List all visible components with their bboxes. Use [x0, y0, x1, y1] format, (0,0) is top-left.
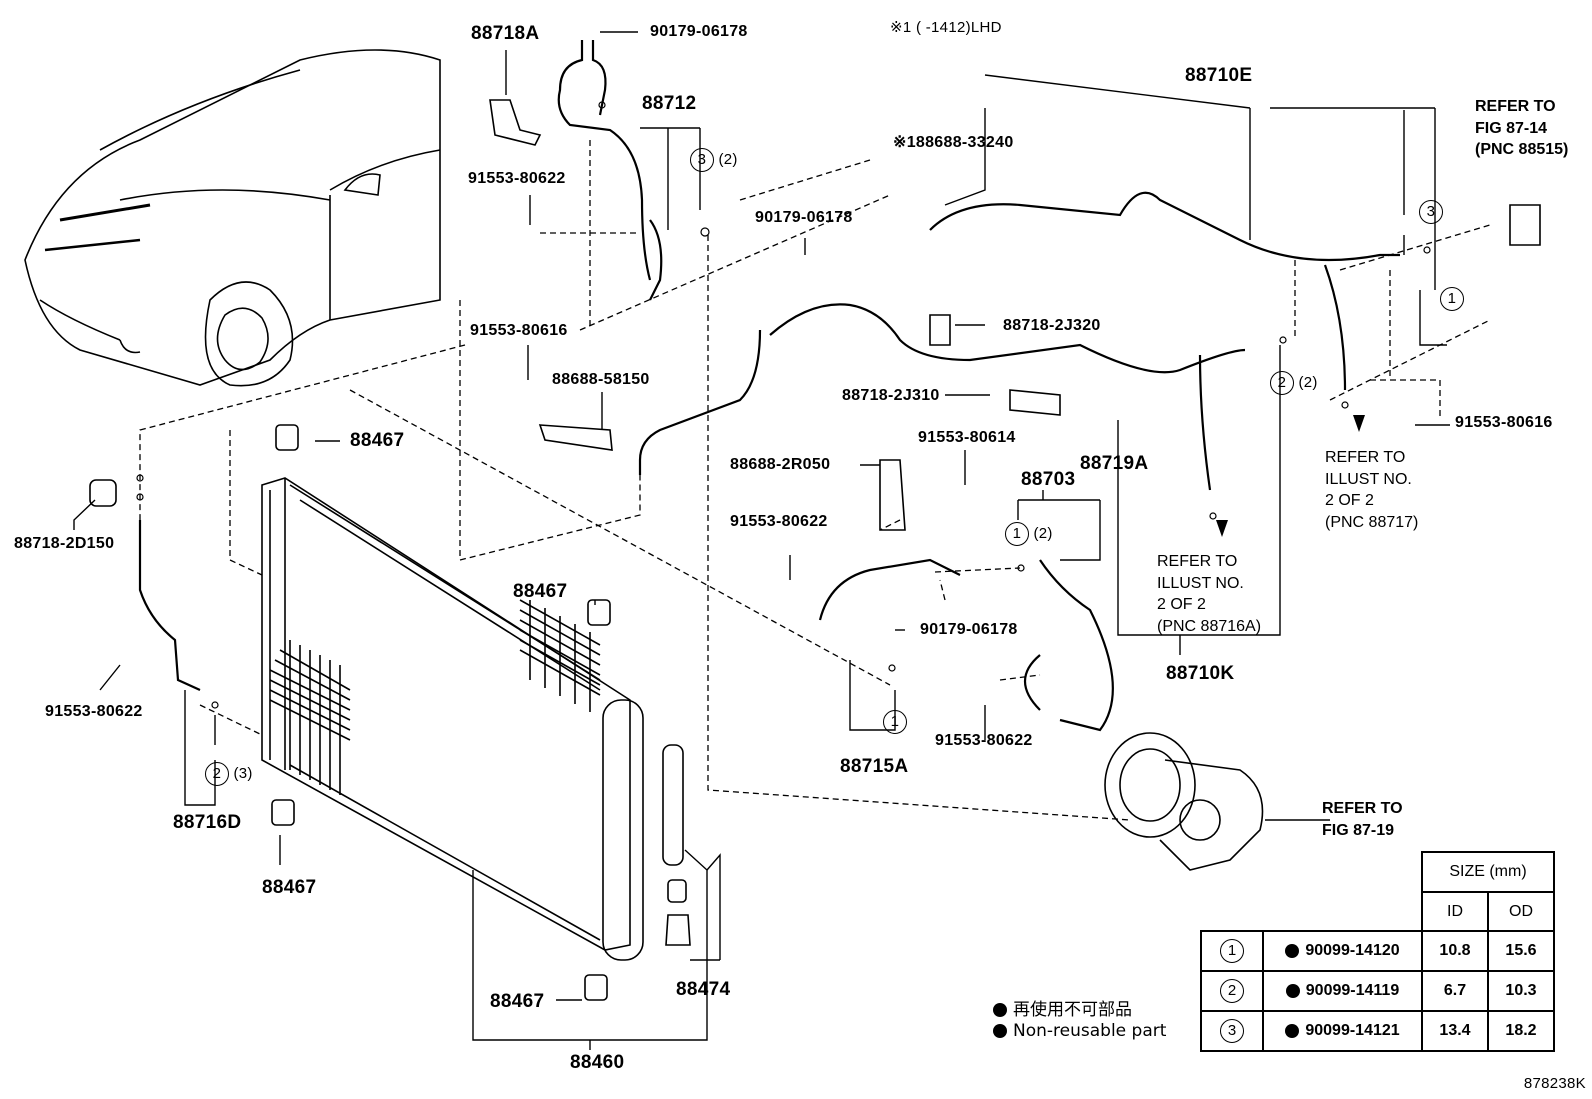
size-row-mark: 2	[1200, 970, 1264, 1012]
size-row-mark: 1	[1200, 930, 1264, 972]
oring-callout-88716D: 2 (3)	[205, 762, 253, 786]
compressor	[1104, 732, 1264, 871]
o-ring-marks	[136, 101, 1431, 709]
size-table-header: SIZE (mm)	[1421, 851, 1555, 893]
part-label-88467-top: 88467	[350, 430, 405, 451]
oring-callout-88715A: 1	[883, 710, 907, 734]
size-row-part: 90099-14119	[1262, 970, 1423, 1012]
part-label-91553-80622-c: 91553-80622	[730, 513, 828, 530]
part-label-88688-33240: ※188688-33240	[893, 134, 1014, 151]
legend-en: Non-reusable part	[993, 1021, 1166, 1041]
part-label-88688-58150: 88688-58150	[552, 371, 650, 388]
figure-id: 878238K	[1523, 1075, 1586, 1092]
oring-callout-88703: 1 (2)	[1005, 522, 1053, 546]
part-label-88718-2J310: 88718-2J310	[842, 387, 940, 404]
brackets	[489, 99, 1541, 531]
part-label-88688-2R050: 88688-2R050	[730, 456, 831, 473]
oring-callout-88712: 3 (2)	[690, 148, 738, 172]
size-row-part: 90099-14120	[1262, 930, 1423, 972]
part-label-91553-80614: 91553-80614	[918, 429, 1016, 446]
part-label-88710E: 88710E	[1185, 65, 1253, 86]
part-label-88474: 88474	[676, 979, 731, 1000]
refer-fig-87-19: REFER TO FIG 87-19	[1322, 800, 1403, 839]
qty-88703: (2)	[1033, 525, 1053, 542]
condenser-core	[261, 477, 644, 961]
dryer-parts	[662, 744, 691, 946]
non-reusable-dot-icon	[993, 1003, 1007, 1017]
part-label-88467-right: 88467	[513, 581, 568, 602]
part-label-90179-06178-mid: 90179-06178	[755, 209, 853, 226]
part-label-91553-80622-b: 91553-80622	[45, 703, 143, 720]
part-label-88718-2D150: 88718-2D150	[14, 535, 115, 552]
dashed-references	[139, 140, 1491, 821]
refer-illust-88716A: REFER TO ILLUST NO. 2 OF 2 (PNC 88716A)	[1157, 553, 1262, 635]
bushing-shapes	[89, 424, 611, 1001]
circle-mark-1: 1	[1440, 287, 1464, 311]
size-row-od: 15.6	[1487, 930, 1555, 972]
circle-mark-3: 3	[1419, 200, 1443, 224]
size-col-id: ID	[1421, 891, 1489, 932]
size-row-od: 18.2	[1487, 1010, 1555, 1052]
circle-mark-1: 1	[883, 710, 907, 734]
circle-mark-2: 2	[205, 762, 229, 786]
oring-callout-88710: 2 (2)	[1270, 371, 1318, 395]
vehicle-outline	[24, 49, 441, 387]
part-label-88712: 88712	[642, 93, 697, 114]
oring-callout-3-right: 3	[1419, 200, 1443, 224]
circle-mark-3: 3	[690, 148, 714, 172]
refer-illust-88717: REFER TO ILLUST NO. 2 OF 2 (PNC 88717)	[1325, 449, 1419, 531]
refrigerant-pipes	[138, 40, 1400, 732]
part-label-88703: 88703	[1021, 469, 1076, 490]
circle-mark-1: 1	[1005, 522, 1029, 546]
size-row-mark: 3	[1200, 1010, 1264, 1052]
size-row-part: 90099-14121	[1262, 1010, 1423, 1052]
part-label-88718-2J320: 88718-2J320	[1003, 317, 1101, 334]
part-label-88467-bottom: 88467	[490, 991, 545, 1012]
size-col-od: OD	[1487, 891, 1555, 932]
part-label-88460: 88460	[570, 1052, 625, 1073]
part-label-88710K: 88710K	[1166, 663, 1235, 684]
part-label-88718A: 88718A	[471, 23, 540, 44]
refer-fig-87-14: REFER TO FIG 87-14 (PNC 88515)	[1475, 98, 1569, 159]
part-label-88467-left: 88467	[262, 877, 317, 898]
size-row-id: 10.8	[1421, 930, 1489, 972]
legend-jp: 再使用不可部品	[993, 995, 1132, 1020]
size-row-od: 10.3	[1487, 970, 1555, 1012]
qty-88712: (2)	[718, 151, 738, 168]
oring-callout-1-right: 1	[1440, 287, 1464, 311]
non-reusable-dot-icon	[993, 1024, 1007, 1038]
size-row-id: 6.7	[1421, 970, 1489, 1012]
qty-88710: (2)	[1298, 374, 1318, 391]
arrow-marks	[1216, 415, 1365, 537]
qty-88716D: (3)	[233, 765, 253, 782]
part-label-88719A: 88719A	[1080, 453, 1149, 474]
part-label-90179-06178-top: 90179-06178	[650, 23, 748, 40]
part-label-88715A: 88715A	[840, 756, 909, 777]
part-label-91553-80622-a: 91553-80622	[468, 170, 566, 187]
leader-lines	[73, 31, 1450, 1050]
size-table: SIZE (mm) ID OD 1 90099-14120 10.8 15.6 …	[1200, 851, 1555, 1052]
part-label-91553-80616-a: 91553-80616	[470, 322, 568, 339]
lhd-note: ※1 ( -1412)LHD	[890, 19, 1002, 36]
circle-mark-2: 2	[1270, 371, 1294, 395]
size-row-id: 13.4	[1421, 1010, 1489, 1052]
part-label-91553-80622-d: 91553-80622	[935, 732, 1033, 749]
part-label-88716D: 88716D	[173, 812, 242, 833]
part-label-91553-80616-b: 91553-80616	[1455, 414, 1553, 431]
part-label-90179-06178-low: 90179-06178	[920, 621, 1018, 638]
